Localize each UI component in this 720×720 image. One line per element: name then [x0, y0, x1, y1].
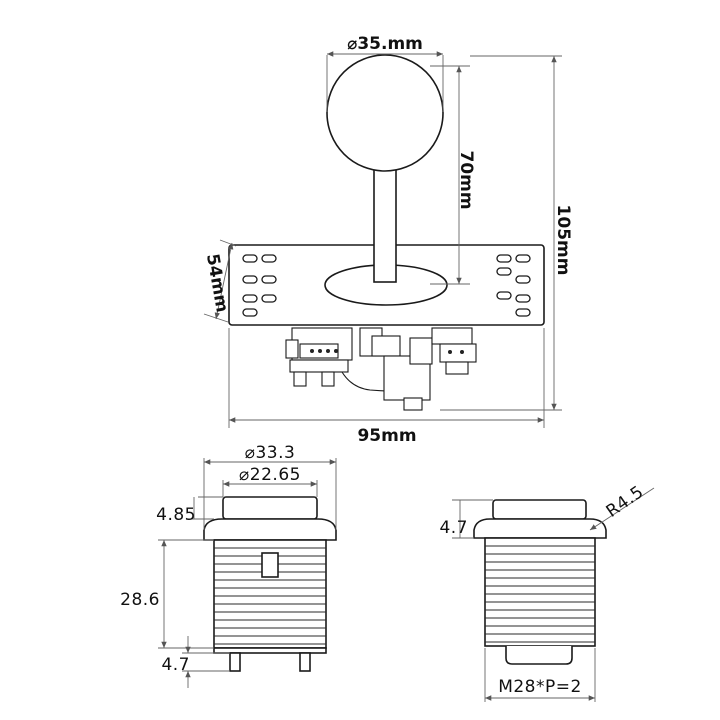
total-height-label: 105mm	[553, 205, 573, 276]
inner-diameter-label: ⌀22.65	[239, 465, 301, 485]
ball-diameter-label: ⌀35.mm	[347, 34, 423, 54]
thread-label: M28*P=2	[498, 677, 582, 697]
joystick-ball	[326, 54, 444, 172]
radius-label: R4.5	[603, 482, 648, 522]
button-side-threads	[214, 547, 326, 645]
total-height-dimension: 105mm	[440, 55, 573, 411]
side-terminal-height-label: 4.7	[161, 655, 190, 675]
side-body-height-label: 28.6	[120, 590, 160, 610]
plate-width-label: 95mm	[357, 426, 416, 446]
side-cap-height-label: 4.85	[156, 505, 196, 525]
cap-height-dimension: 4.85	[156, 496, 223, 525]
button-front-threads	[485, 545, 595, 643]
plate-holes	[242, 254, 531, 317]
front-cap-height-label: 4.7	[439, 518, 468, 538]
ball-diameter-dimension: ⌀35.mm	[326, 34, 444, 112]
body-height-dimension: 28.6	[120, 539, 214, 649]
outer-diameter-dimension: ⌀33.3	[203, 443, 337, 530]
plate-depth-label: 54mm	[202, 252, 232, 314]
front-cap-height-dimension: 4.7	[439, 499, 493, 539]
inner-diameter-dimension: ⌀22.65	[222, 465, 318, 497]
joystick-drawing: ⌀35.mm 70mm 105mm 54mm 95mm	[202, 34, 573, 446]
joystick-shaft	[373, 157, 397, 283]
shaft-height-label: 70mm	[456, 150, 476, 209]
plate-width-dimension: 95mm	[228, 328, 545, 446]
joystick-mechanism	[285, 327, 477, 411]
button-side-view: ⌀33.3 ⌀22.65 4.85 28.6 4.	[120, 443, 337, 688]
button-front-view: 4.7 R4.5 M28*P=2	[439, 482, 655, 702]
terminal-height-dimension: 4.7	[161, 636, 230, 688]
outer-diameter-label: ⌀33.3	[245, 443, 296, 463]
shaft-height-dimension: 70mm	[430, 65, 476, 285]
thread-dimension: M28*P=2	[484, 648, 596, 702]
